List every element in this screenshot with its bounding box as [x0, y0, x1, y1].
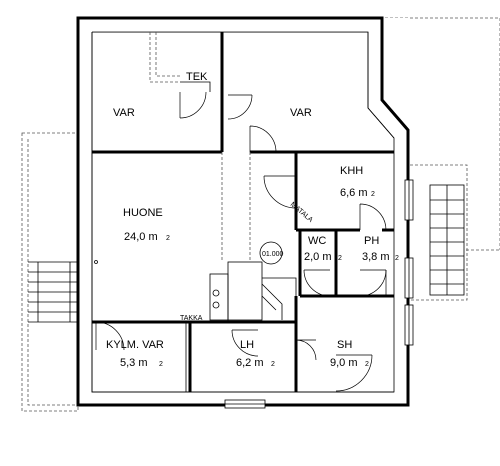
- room-wc-unit: 2: [338, 255, 342, 262]
- room-lh-name: LH: [240, 339, 254, 351]
- room-sh-area: 9,0 m: [330, 357, 358, 369]
- room-kylm-var-area: 5,3 m: [120, 357, 148, 369]
- room-sh-unit: 2: [365, 361, 369, 368]
- interior-walls: [92, 32, 394, 392]
- right-stairs: [429, 184, 465, 296]
- room-khh-area: 6,6 m: [340, 187, 368, 199]
- room-khh-unit: 2: [371, 191, 375, 198]
- room-var-left-name: VAR: [113, 107, 135, 119]
- room-wc-name: WC: [308, 235, 326, 247]
- doors: [95, 91, 387, 392]
- room-lh-area: 6,2 m: [236, 357, 264, 369]
- room-ph-area: 3,8 m: [362, 251, 390, 263]
- room-kylm-var-unit: 2: [159, 361, 163, 368]
- room-sh-name: SH: [337, 339, 352, 351]
- room-huone-area: 24,0 m: [124, 231, 158, 243]
- room-ph-unit: 2: [395, 255, 399, 262]
- room-lh-unit: 2: [271, 361, 275, 368]
- room-kylm-var-name: KYLM. VAR: [106, 339, 164, 351]
- outer-walls: [76, 16, 410, 407]
- takka-label: TAKKA: [180, 315, 203, 322]
- room-tek-name: TEK: [186, 71, 208, 83]
- room-khh-name: KHH: [340, 165, 363, 177]
- fireplace: [94, 260, 297, 321]
- room-wc-area: 2,0 m: [304, 251, 332, 263]
- room-huone-name: HUONE: [123, 207, 163, 219]
- level-label: 01.000: [262, 251, 284, 258]
- left-stairs: [28, 261, 78, 323]
- windows: [224, 179, 414, 409]
- room-ph-name: PH: [364, 235, 379, 247]
- room-var-right-name: VAR: [290, 107, 312, 119]
- room-huone-unit: 2: [166, 235, 170, 242]
- level-marker: 01.000: [259, 241, 284, 265]
